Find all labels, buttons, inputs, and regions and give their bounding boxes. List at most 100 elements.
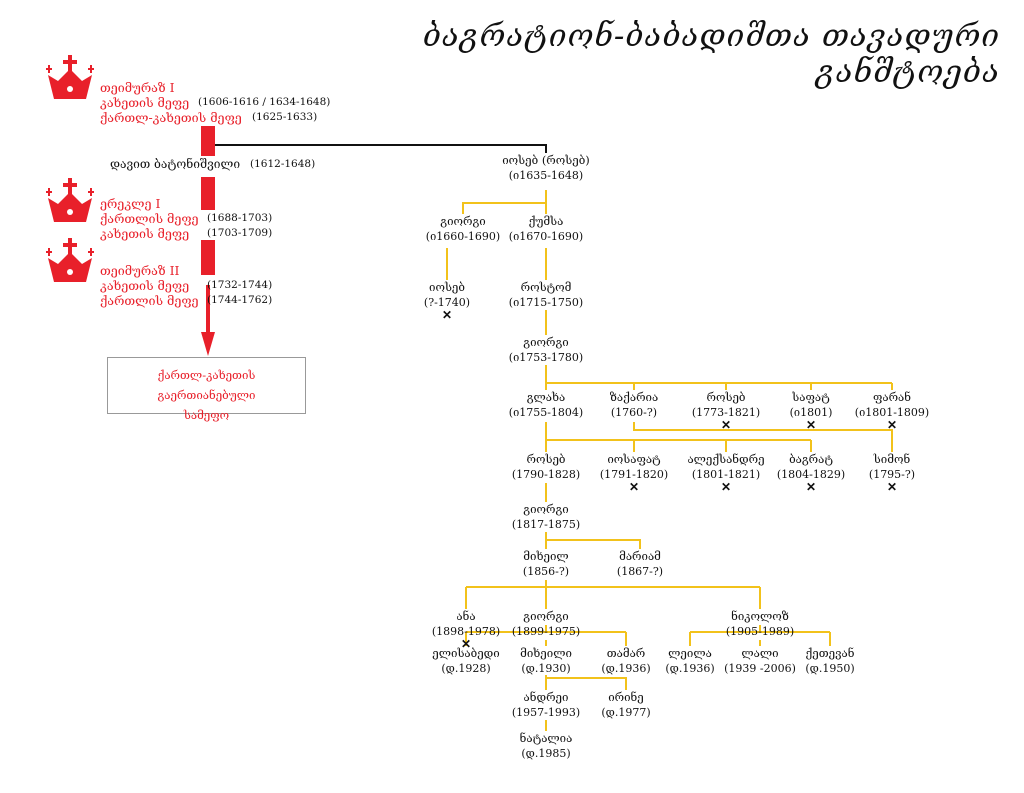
person-name: თამარ [606,646,646,660]
person-node: იოსებ (როსებ) (ი1635-1648) [502,153,590,183]
person-dates: (1905-1989) [725,625,795,638]
deceased-no-heirs-icon: ✕ [805,418,817,432]
deceased-no-heirs-icon: ✕ [441,308,453,322]
person-name: მარიამ [619,549,661,563]
crown-icon [46,238,94,282]
person-node: გლახა (ი1755-1804) [509,390,583,420]
person-node: ირინე(დ.1977) [601,690,650,720]
person-node: საფატ(ი1801)✕ [790,390,833,431]
king-reign-dates: (1732-1744) [207,279,273,291]
person-name: ბაგრატ [789,452,833,466]
person-name: გიორგი [440,214,486,228]
person-node: ზაქარია(1760-?) [610,390,658,420]
person-name: ზაქარია [609,390,659,404]
person-dates: (ი1670-1690) [508,230,584,243]
person-dates: (1899-1975) [511,625,581,638]
person-name: გიორგი [523,609,569,623]
person-dates: (1795-?) [868,468,916,481]
person-dates: (დ.1930) [521,662,571,675]
unified-kingdom-line1: ქართლ-კახეთის გაერთიანებული [157,368,256,402]
person-name: მიხეილი [520,646,572,660]
king-name: თეიმურაზ I [100,80,175,95]
person-node: ფარან(ი1801-1809)✕ [855,390,929,431]
person-dates: (1773-1821) [691,406,761,419]
king-reign-dates: (1606-1616 / 1634-1648) [198,96,331,108]
person-name: იოსებ [429,280,465,294]
person-node: ანა (1898-1978)✕ [432,609,500,650]
person-dates: (დ.1950) [805,662,855,675]
person-node: იოსებ (?-1740)✕ [424,280,470,321]
person-name: საფატ [792,390,830,404]
person-name: ლეილა [668,646,712,660]
davit-name: დავით ბატონიშვილი [110,157,241,171]
person-node: როსტომ (ი1715-1750) [509,280,583,310]
person-node: ლეილა (დ.1936) [665,646,714,676]
page-title: ბაგრატიონ-ბაბადიშთა თავადური განშტოება [422,18,1000,90]
person-dates: (დ.1936) [665,662,715,675]
person-dates: (ი1660-1690) [425,230,501,243]
person-dates: (ი1801-1809) [854,406,930,419]
king-title: კახეთის მეფე [100,278,190,293]
person-name: ანდრეი [523,690,569,704]
person-dates: (დ.1936) [601,662,651,675]
person-node: გიორგი(ი1753-1780) [509,335,583,365]
person-name: ანა [456,609,476,623]
person-dates: (ი1755-1804) [508,406,584,419]
king-title: ქართლ-კახეთის მეფე [100,110,242,125]
person-node: მიხეილ (1856-?) [523,549,569,579]
person-name: ფარან [872,390,912,404]
person-node: მიხეილი (დ.1930) [520,646,572,676]
person-name: როსებ [706,390,746,404]
person-dates: (?-1740) [423,296,471,309]
person-name: ნიკოლოზ [731,609,789,623]
person-name: ლალი [741,646,779,660]
person-name: იოსებ (როსებ) [502,153,590,167]
person-node: გიორგი (1899-1975) [512,609,580,639]
deceased-no-heirs-icon: ✕ [628,480,640,494]
king-reign-dates: (1625-1633) [252,111,318,123]
person-node: იოსაფატ(1791-1820)✕ [600,452,668,493]
person-name: გიორგი [523,502,569,516]
person-dates: (1801-1821) [691,468,761,481]
person-node: ნატალია(დ.1985) [520,731,573,761]
person-dates: (1898-1978) [431,625,501,638]
king-name: ერეკლე I [100,196,161,211]
person-node: გიორგი(1817-1875) [512,502,580,532]
person-name: ალექსანდრე [687,452,765,466]
person-name: მიხეილ [523,549,569,563]
person-name: გიორგი [523,335,569,349]
king-title: კახეთის მეფე [100,95,190,110]
person-dates: (დ.1985) [521,747,571,760]
person-name: ელისაბედი [432,646,500,660]
king-name: თეიმურაზ II [100,263,180,278]
person-dates: (1804-1829) [776,468,846,481]
person-name: როსტომ [520,280,572,294]
person-dates: (1790-1828) [511,468,581,481]
person-node: სიმონ(1795-?)✕ [869,452,915,493]
person-dates: (ი1635-1648) [508,169,584,182]
person-dates: (1856-?) [522,565,570,578]
unified-kingdom-box: ქართლ-კახეთის გაერთიანებული სამეფო [107,357,306,422]
deceased-no-heirs-icon: ✕ [720,480,732,494]
person-name: ქეთევან [805,646,855,660]
person-dates: (ი1715-1750) [508,296,584,309]
person-node: ქეთევან (დ.1950) [805,646,854,676]
person-name: გლახა [526,390,566,404]
crown-icon [46,55,94,99]
deceased-no-heirs-icon: ✕ [460,637,472,651]
person-node: ელისაბედი(დ.1928) [432,646,499,676]
person-name: ირინე [608,690,644,704]
person-node: ქუმსა (ი1670-1690) [509,214,583,244]
person-dates: (1957-1993) [511,706,581,719]
person-node: თამარ (დ.1936) [601,646,650,676]
person-name: ქუმსა [528,214,564,228]
person-node: ანდრეი (1957-1993) [512,690,580,720]
deceased-no-heirs-icon: ✕ [805,480,817,494]
person-dates: (1791-1820) [599,468,669,481]
king-reign-dates: (1703-1709) [207,227,273,239]
person-node: როსებ(1790-1828) [512,452,580,482]
king-title: კახეთის მეფე [100,226,190,241]
davit-dates: (1612-1648) [250,158,316,170]
person-dates: (1867-?) [616,565,664,578]
